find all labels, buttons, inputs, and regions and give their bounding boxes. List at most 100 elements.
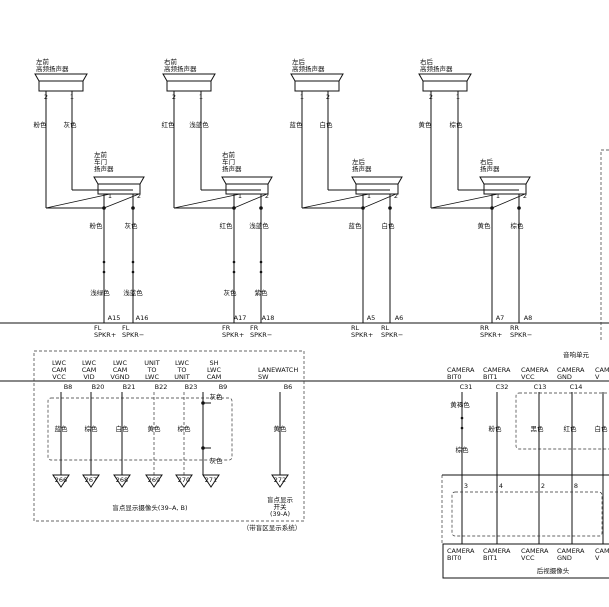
lwc-2-signal-2: VGND <box>110 373 129 381</box>
lwc-2-wire-color: 白色 <box>116 424 130 433</box>
connector-1-a-top <box>232 260 236 264</box>
audio-pin-5: A6 <box>395 314 404 322</box>
door-speaker-0-label-2: 扬声器 <box>94 164 114 173</box>
camera-unit-2-pin: C13 <box>534 383 547 391</box>
audio-pin-7: A8 <box>524 314 533 322</box>
lwc-5-terminal-label: 271 <box>205 476 217 484</box>
audio-pin-1-signal-b: SPKR− <box>122 331 144 339</box>
junction-1-diag-b <box>233 193 268 209</box>
lwc-5-signal-0: SH <box>209 359 218 367</box>
camera-unit-0-signal-0: CAMERA <box>447 366 475 374</box>
lwc-4-wire-color: 棕色 <box>178 424 192 433</box>
tweeter-3-speaker-body <box>422 80 468 92</box>
door-speaker-3-pin-b: 2 <box>523 192 527 200</box>
lwc-1-terminal <box>82 474 100 488</box>
junction-0-diag-b <box>103 193 140 209</box>
audio-pin-4: A5 <box>367 314 376 322</box>
junction-2-dot-a <box>361 206 365 210</box>
lanewatch-signal-0: LANEWATCH <box>258 366 298 374</box>
connector-1-b-bottom <box>259 270 263 274</box>
tweeter-1-wire-b-color: 浅蓝色 <box>189 120 209 129</box>
camera-0-wire-color-0: 黄褐色 <box>450 400 470 409</box>
rear-camera-box <box>442 543 609 579</box>
junction-3-dot-b <box>517 206 521 210</box>
lwc-box-outline <box>33 350 305 522</box>
audio-pin-6-signal-b: SPKR+ <box>480 331 502 339</box>
lwc-0-terminal-label: 266 <box>55 476 67 484</box>
connector-1-a-bottom <box>232 270 236 274</box>
lwc-5-terminal <box>202 474 220 488</box>
camera-0-connector-bottom <box>460 426 464 430</box>
door-speaker-1-label-0: 右前 <box>222 150 236 159</box>
lwc-5-wire-color-top: 灰色 <box>210 392 224 401</box>
audio-pin-3: A18 <box>262 314 275 322</box>
tweeter-2-wire-b-color: 白色 <box>320 120 334 129</box>
lwc-inner-frame <box>47 397 233 461</box>
lwc-4-pin: B23 <box>185 383 198 391</box>
audio-pin-3-signal-a: FR <box>250 324 259 332</box>
junction-1-dot-b <box>259 206 263 210</box>
door-speaker-0 <box>93 176 145 195</box>
lwc-3-terminal <box>145 474 163 488</box>
tweeter-2-label-1: 高频扬声器 <box>292 64 325 73</box>
audio-pin-2: A17 <box>234 314 247 322</box>
camera-unit-4-signal-0: CAMERA <box>595 366 609 374</box>
lanewatch-pin: B6 <box>284 383 293 391</box>
door-speaker-2-label-1: 扬声器 <box>352 164 372 173</box>
tweeter-1-speaker <box>162 73 216 92</box>
tweeter-3-speaker <box>418 73 472 92</box>
lanewatch-note: （带盲区显示系统） <box>243 523 302 532</box>
lwc-2-signal-0: LWC <box>113 359 127 367</box>
lwc-1-terminal-label: 267 <box>85 476 97 484</box>
door-speaker-0-wire-b-color: 灰色 <box>125 221 139 230</box>
lwc-2-terminal <box>113 474 131 488</box>
audio-pin-0: A15 <box>108 314 121 322</box>
rear-camera-4-signal-1: V <box>595 554 600 562</box>
camera-unit-2-signal-1: VCC <box>521 373 535 381</box>
junction-0-diag-a <box>45 193 111 209</box>
right-edge-frame <box>600 149 609 340</box>
connector-0-a-bottom <box>102 270 106 274</box>
lwc-4-signal-1: TO <box>176 366 186 374</box>
lwc-0-pin: B8 <box>64 383 73 391</box>
audio-pin-6: A7 <box>496 314 505 322</box>
audio-pin-7-signal-a: RR <box>510 324 520 332</box>
audio-unit-label: 音响单元 <box>563 350 590 359</box>
blind-camera-label: 盲点显示摄像头(39–A, B) <box>112 503 187 512</box>
door-speaker-0-label-1: 车门 <box>94 157 107 166</box>
door-speaker-0-label-0: 左前 <box>94 150 108 159</box>
tweeter-1-label-1: 高频扬声器 <box>164 64 197 73</box>
door-speaker-3-wire-a-color: 黄色 <box>478 221 492 230</box>
camera-unit-1-signal-0: CAMERA <box>483 366 511 374</box>
lwc-4-signal-0: LWC <box>175 359 189 367</box>
camera-unit-1-pin: C32 <box>496 383 509 391</box>
lwc-1-signal-1: CAM <box>82 366 97 374</box>
tweeter-1-wire-a-color: 红色 <box>162 120 176 129</box>
door-speaker-3-body <box>483 183 527 195</box>
door-speaker-2-cone <box>351 176 403 185</box>
lwc-2-pin: B21 <box>123 383 136 391</box>
door-speaker-0-pin-b: 2 <box>137 192 141 200</box>
door-speaker-1-cone <box>221 176 273 185</box>
junction-1-diag-a <box>173 193 241 209</box>
camera-inner-frame <box>515 392 609 450</box>
door-speaker-0-lower-wire-a: 浅绿色 <box>90 288 110 297</box>
junction-0-dot-a <box>102 206 106 210</box>
lwc-3-terminal-label: 269 <box>148 476 160 484</box>
door-speaker-3-wire-b-color: 棕色 <box>511 221 525 230</box>
camera-unit-1-signal-1: BIT1 <box>483 373 497 381</box>
rear-camera-3-signal-1: GND <box>557 554 572 562</box>
lwc-2-signal-1: CAM <box>113 366 128 374</box>
tweeter-3-wire-a-color: 黄色 <box>419 120 433 129</box>
tweeter-3-speaker-cone <box>418 73 472 82</box>
door-speaker-2-label-0: 左后 <box>352 157 366 166</box>
rear-camera-label: 后视摄像头 <box>537 566 570 575</box>
camera-3-wire-color-0: 红色 <box>564 424 578 433</box>
tweeter-3-wire-b-color: 棕色 <box>450 120 464 129</box>
door-speaker-2-pin-b: 2 <box>394 192 398 200</box>
lwc-3-signal-0: UNIT <box>144 359 160 367</box>
audio-pin-2-signal-b: SPKR+ <box>222 331 244 339</box>
door-speaker-2-body <box>355 183 399 195</box>
door-speaker-2-wire-b-color: 白色 <box>382 221 396 230</box>
